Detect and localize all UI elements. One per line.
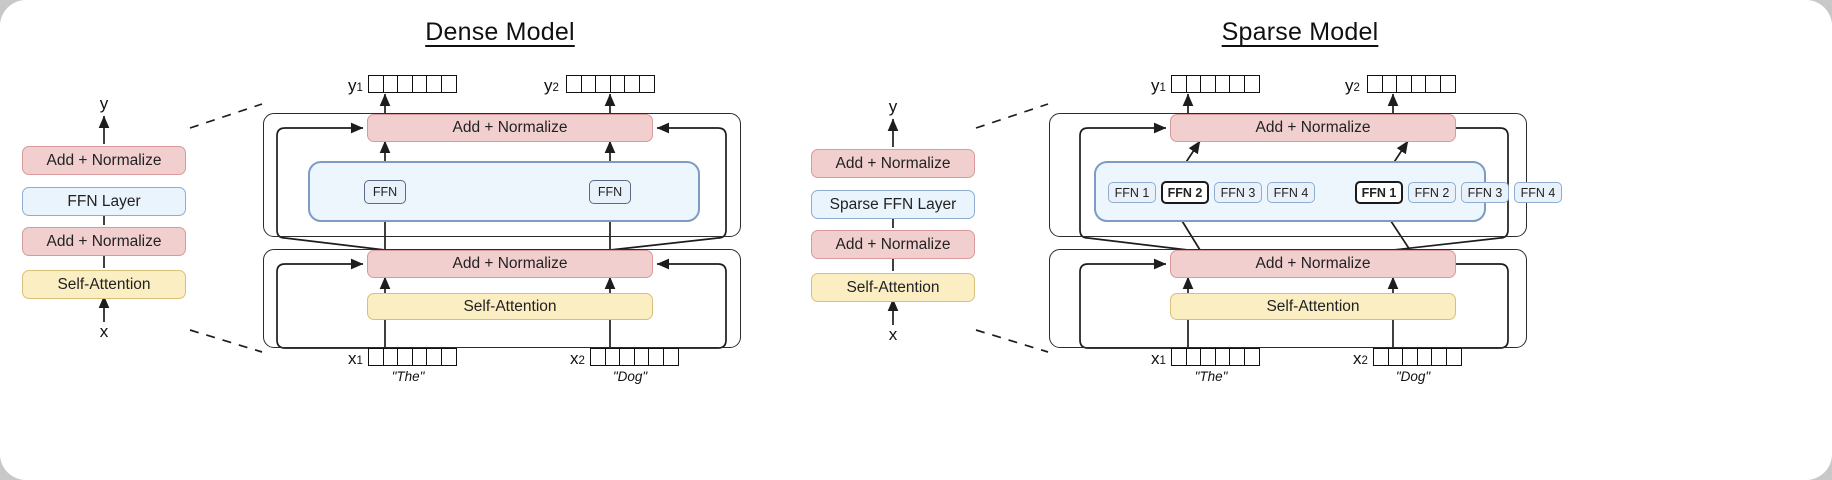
- sparse-expert-g1-ffn3[interactable]: FFN 3: [1214, 182, 1262, 203]
- sparse-abstract-add-normalize-top[interactable]: Add + Normalize: [811, 149, 975, 178]
- dense-abstract-self-attention[interactable]: Self-Attention: [22, 270, 186, 299]
- dense-output-y1-sub: 1: [356, 82, 363, 94]
- sparse-abstract-self-attention[interactable]: Self-Attention: [811, 273, 975, 302]
- dense-input-x1-text: x: [348, 349, 357, 368]
- sparse-input-x2-text: x: [1353, 349, 1362, 368]
- sparse-output-y2-sub: 2: [1353, 82, 1360, 94]
- sparse-add-normalize-top[interactable]: Add + Normalize: [1170, 114, 1456, 142]
- vector-cell: [1243, 348, 1260, 366]
- sparse-model-title: Sparse Model: [1221, 18, 1379, 46]
- sparse-input-x2-sub: 2: [1361, 355, 1368, 367]
- sparse-input-vector-x1: [1171, 348, 1260, 366]
- dense-input-x2-text: x: [570, 349, 579, 368]
- dense-abstract-ffn-layer[interactable]: FFN Layer: [22, 187, 186, 216]
- vector-cell: [440, 75, 457, 93]
- vector-cell: [1445, 348, 1462, 366]
- sparse-output-vector-y2: [1367, 75, 1456, 93]
- dense-self-attention[interactable]: Self-Attention: [367, 293, 653, 320]
- vector-cell: [662, 348, 679, 366]
- dense-abstract-output-label: y: [99, 94, 109, 113]
- sparse-ffn-sublayer-card: [1049, 113, 1527, 237]
- dense-add-normalize-mid[interactable]: Add + Normalize: [367, 250, 653, 278]
- sparse-output-y1-sub: 1: [1159, 82, 1166, 94]
- dense-output-y2-text: y: [544, 76, 553, 95]
- dense-output-y1-text: y: [348, 76, 357, 95]
- dense-input-x1-sub: 1: [356, 355, 363, 367]
- dense-abstract-input-label: x: [99, 322, 109, 341]
- sparse-input-x1-text: x: [1151, 349, 1160, 368]
- dense-output-vector-y1: [368, 75, 457, 93]
- sparse-input-token-x1: "The": [1194, 369, 1228, 384]
- sparse-expert-g1-ffn1[interactable]: FFN 1: [1108, 182, 1156, 203]
- vector-cell: [638, 75, 655, 93]
- sparse-expert-g2-ffn4[interactable]: FFN 4: [1514, 182, 1562, 203]
- dense-output-vector-y2: [566, 75, 655, 93]
- dense-abstract-add-normalize-bottom[interactable]: Add + Normalize: [22, 227, 186, 256]
- dense-input-vector-x2: [590, 348, 679, 366]
- sparse-self-attention[interactable]: Self-Attention: [1170, 293, 1456, 320]
- sparse-expert-g2-ffn3[interactable]: FFN 3: [1461, 182, 1509, 203]
- sparse-output-vector-y1: [1171, 75, 1260, 93]
- sparse-output-y2-text: y: [1345, 76, 1354, 95]
- sparse-attention-sublayer-card: [1049, 249, 1527, 348]
- sparse-abstract-sparse-ffn-layer[interactable]: Sparse FFN Layer: [811, 190, 975, 219]
- dense-input-x2-sub: 2: [578, 355, 585, 367]
- dense-ffn-chip-token2[interactable]: FFN: [589, 180, 631, 204]
- sparse-expert-g1-ffn4[interactable]: FFN 4: [1267, 182, 1315, 203]
- dense-input-vector-x1: [368, 348, 457, 366]
- sparse-expert-g2-ffn2[interactable]: FFN 2: [1408, 182, 1456, 203]
- dense-abstract-add-normalize-top[interactable]: Add + Normalize: [22, 146, 186, 175]
- dense-add-normalize-top[interactable]: Add + Normalize: [367, 114, 653, 142]
- sparse-expert-g1-ffn2[interactable]: FFN 2: [1161, 181, 1209, 204]
- dense-ffn-chip-token1[interactable]: FFN: [364, 180, 406, 204]
- sparse-abstract-output-label: y: [888, 97, 898, 116]
- sparse-input-token-x2: "Dog": [1395, 369, 1431, 384]
- sparse-expert-g2-ffn1[interactable]: FFN 1: [1355, 181, 1403, 204]
- sparse-input-vector-x2: [1373, 348, 1462, 366]
- sparse-output-y1-text: y: [1151, 76, 1160, 95]
- dense-attention-sublayer-card: [263, 249, 741, 348]
- vector-cell: [1439, 75, 1456, 93]
- dense-input-token-x1: "The": [391, 369, 425, 384]
- sparse-abstract-add-normalize-bottom[interactable]: Add + Normalize: [811, 230, 975, 259]
- vector-cell: [1243, 75, 1260, 93]
- dense-model-title: Dense Model: [425, 18, 575, 46]
- sparse-add-normalize-mid[interactable]: Add + Normalize: [1170, 250, 1456, 278]
- dense-ffn-sublayer-card: [263, 113, 741, 237]
- dense-output-y2-sub: 2: [552, 82, 559, 94]
- sparse-abstract-input-label: x: [888, 325, 898, 344]
- sparse-input-x1-sub: 1: [1159, 355, 1166, 367]
- dense-input-token-x2: "Dog": [612, 369, 648, 384]
- vector-cell: [440, 348, 457, 366]
